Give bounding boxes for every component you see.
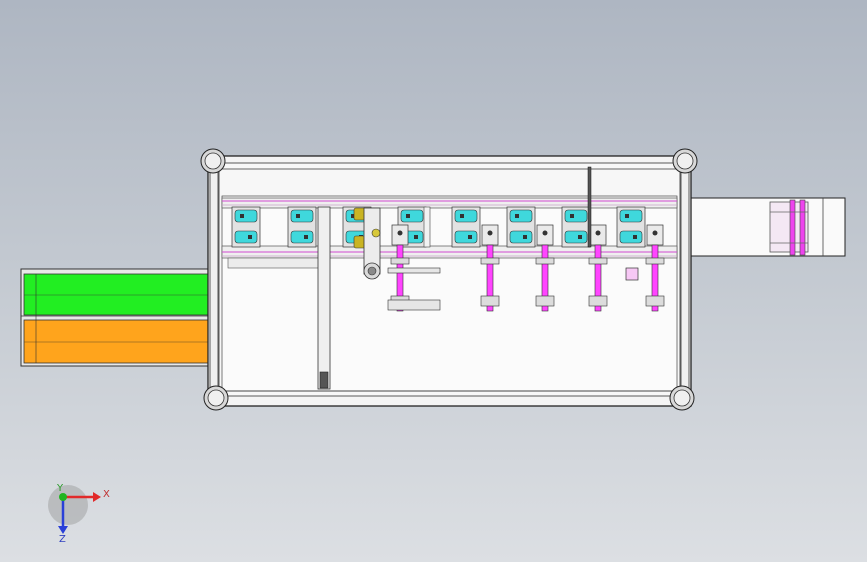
cylinder [486, 244, 494, 312]
station-base [480, 295, 500, 307]
fixture-pin [296, 214, 300, 218]
fixture-clamp-lower [509, 230, 533, 244]
main-frame [207, 155, 692, 407]
fixture [506, 206, 536, 248]
z-axis-label: Z [59, 534, 66, 545]
station-bolt [397, 230, 403, 236]
station-bracket [535, 257, 555, 265]
station-bolt [542, 230, 548, 236]
cylinder [541, 244, 549, 312]
fixture-pin [625, 214, 629, 218]
fixture-pin [460, 214, 464, 218]
station-base [535, 295, 555, 307]
fixture-clamp-lower [290, 230, 314, 244]
x-axis-arrow [93, 492, 101, 502]
transfer-rail [221, 197, 678, 269]
sensor-block [625, 267, 639, 281]
station-bolt [595, 230, 601, 236]
fixture-pin [523, 235, 527, 239]
cylinder [594, 244, 602, 312]
fixture-pin [248, 235, 252, 239]
station-bracket [390, 257, 410, 265]
station-bracket [645, 257, 665, 265]
fixture-pin [570, 214, 574, 218]
machine-assembly [20, 148, 846, 411]
press-station [535, 224, 555, 312]
fixture-pin [240, 214, 244, 218]
fixture-row [231, 206, 646, 248]
cylinder [651, 244, 659, 312]
fixture-clamp-lower [234, 230, 258, 244]
gripper-station [317, 206, 381, 390]
infeed-conveyor [682, 197, 846, 257]
fixture [616, 206, 646, 248]
fixture-pin [633, 235, 637, 239]
bracket-post [423, 206, 431, 248]
fixture-clamp-upper [234, 209, 258, 223]
fixture-pin [406, 214, 410, 218]
fixture-pin [304, 235, 308, 239]
y-axis [59, 493, 67, 501]
y-axis-label: Y [56, 483, 64, 494]
fixture [451, 206, 481, 248]
fixture-clamp-upper [290, 209, 314, 223]
leveling-foot-cap [204, 152, 222, 170]
bracket-rail [387, 299, 441, 311]
fixture-clamp-upper [400, 209, 424, 223]
fixture-clamp-lower [564, 230, 588, 244]
fixture-clamp-upper [564, 209, 588, 223]
fixture-pin [515, 214, 519, 218]
fixture-pin [578, 235, 582, 239]
fixture [561, 206, 591, 248]
bracket-rail [387, 267, 441, 274]
fixture-clamp-upper [509, 209, 533, 223]
leveling-foot-cap [676, 152, 694, 170]
station-bracket [588, 257, 608, 265]
station-bracket [480, 257, 500, 265]
z-axis-arrow [58, 526, 68, 534]
station-bracket-pair [387, 206, 441, 311]
leveling-foot-cap [207, 389, 225, 407]
press-station [588, 224, 608, 312]
press-stations [387, 206, 665, 312]
x-axis-label: X [103, 489, 110, 500]
fixture [231, 206, 261, 248]
station-bolt [487, 230, 493, 236]
press-station [480, 224, 500, 312]
press-station [645, 224, 665, 312]
fixture-clamp-lower [454, 230, 478, 244]
cylinder [396, 244, 404, 312]
leveling-foot-cap [673, 389, 691, 407]
fixture-pin [468, 235, 472, 239]
fixture-clamp-lower [619, 230, 643, 244]
fixture-pin [351, 214, 355, 218]
fixture-clamp-upper [454, 209, 478, 223]
fixture [287, 206, 317, 248]
fixture-clamp-upper [619, 209, 643, 223]
station-base [588, 295, 608, 307]
guide-rod [587, 166, 592, 248]
leveling-feet [200, 148, 698, 411]
station-bolt [652, 230, 658, 236]
axis-triad: X Y Z [48, 483, 110, 545]
fixture-pin [414, 235, 418, 239]
station-base [645, 295, 665, 307]
